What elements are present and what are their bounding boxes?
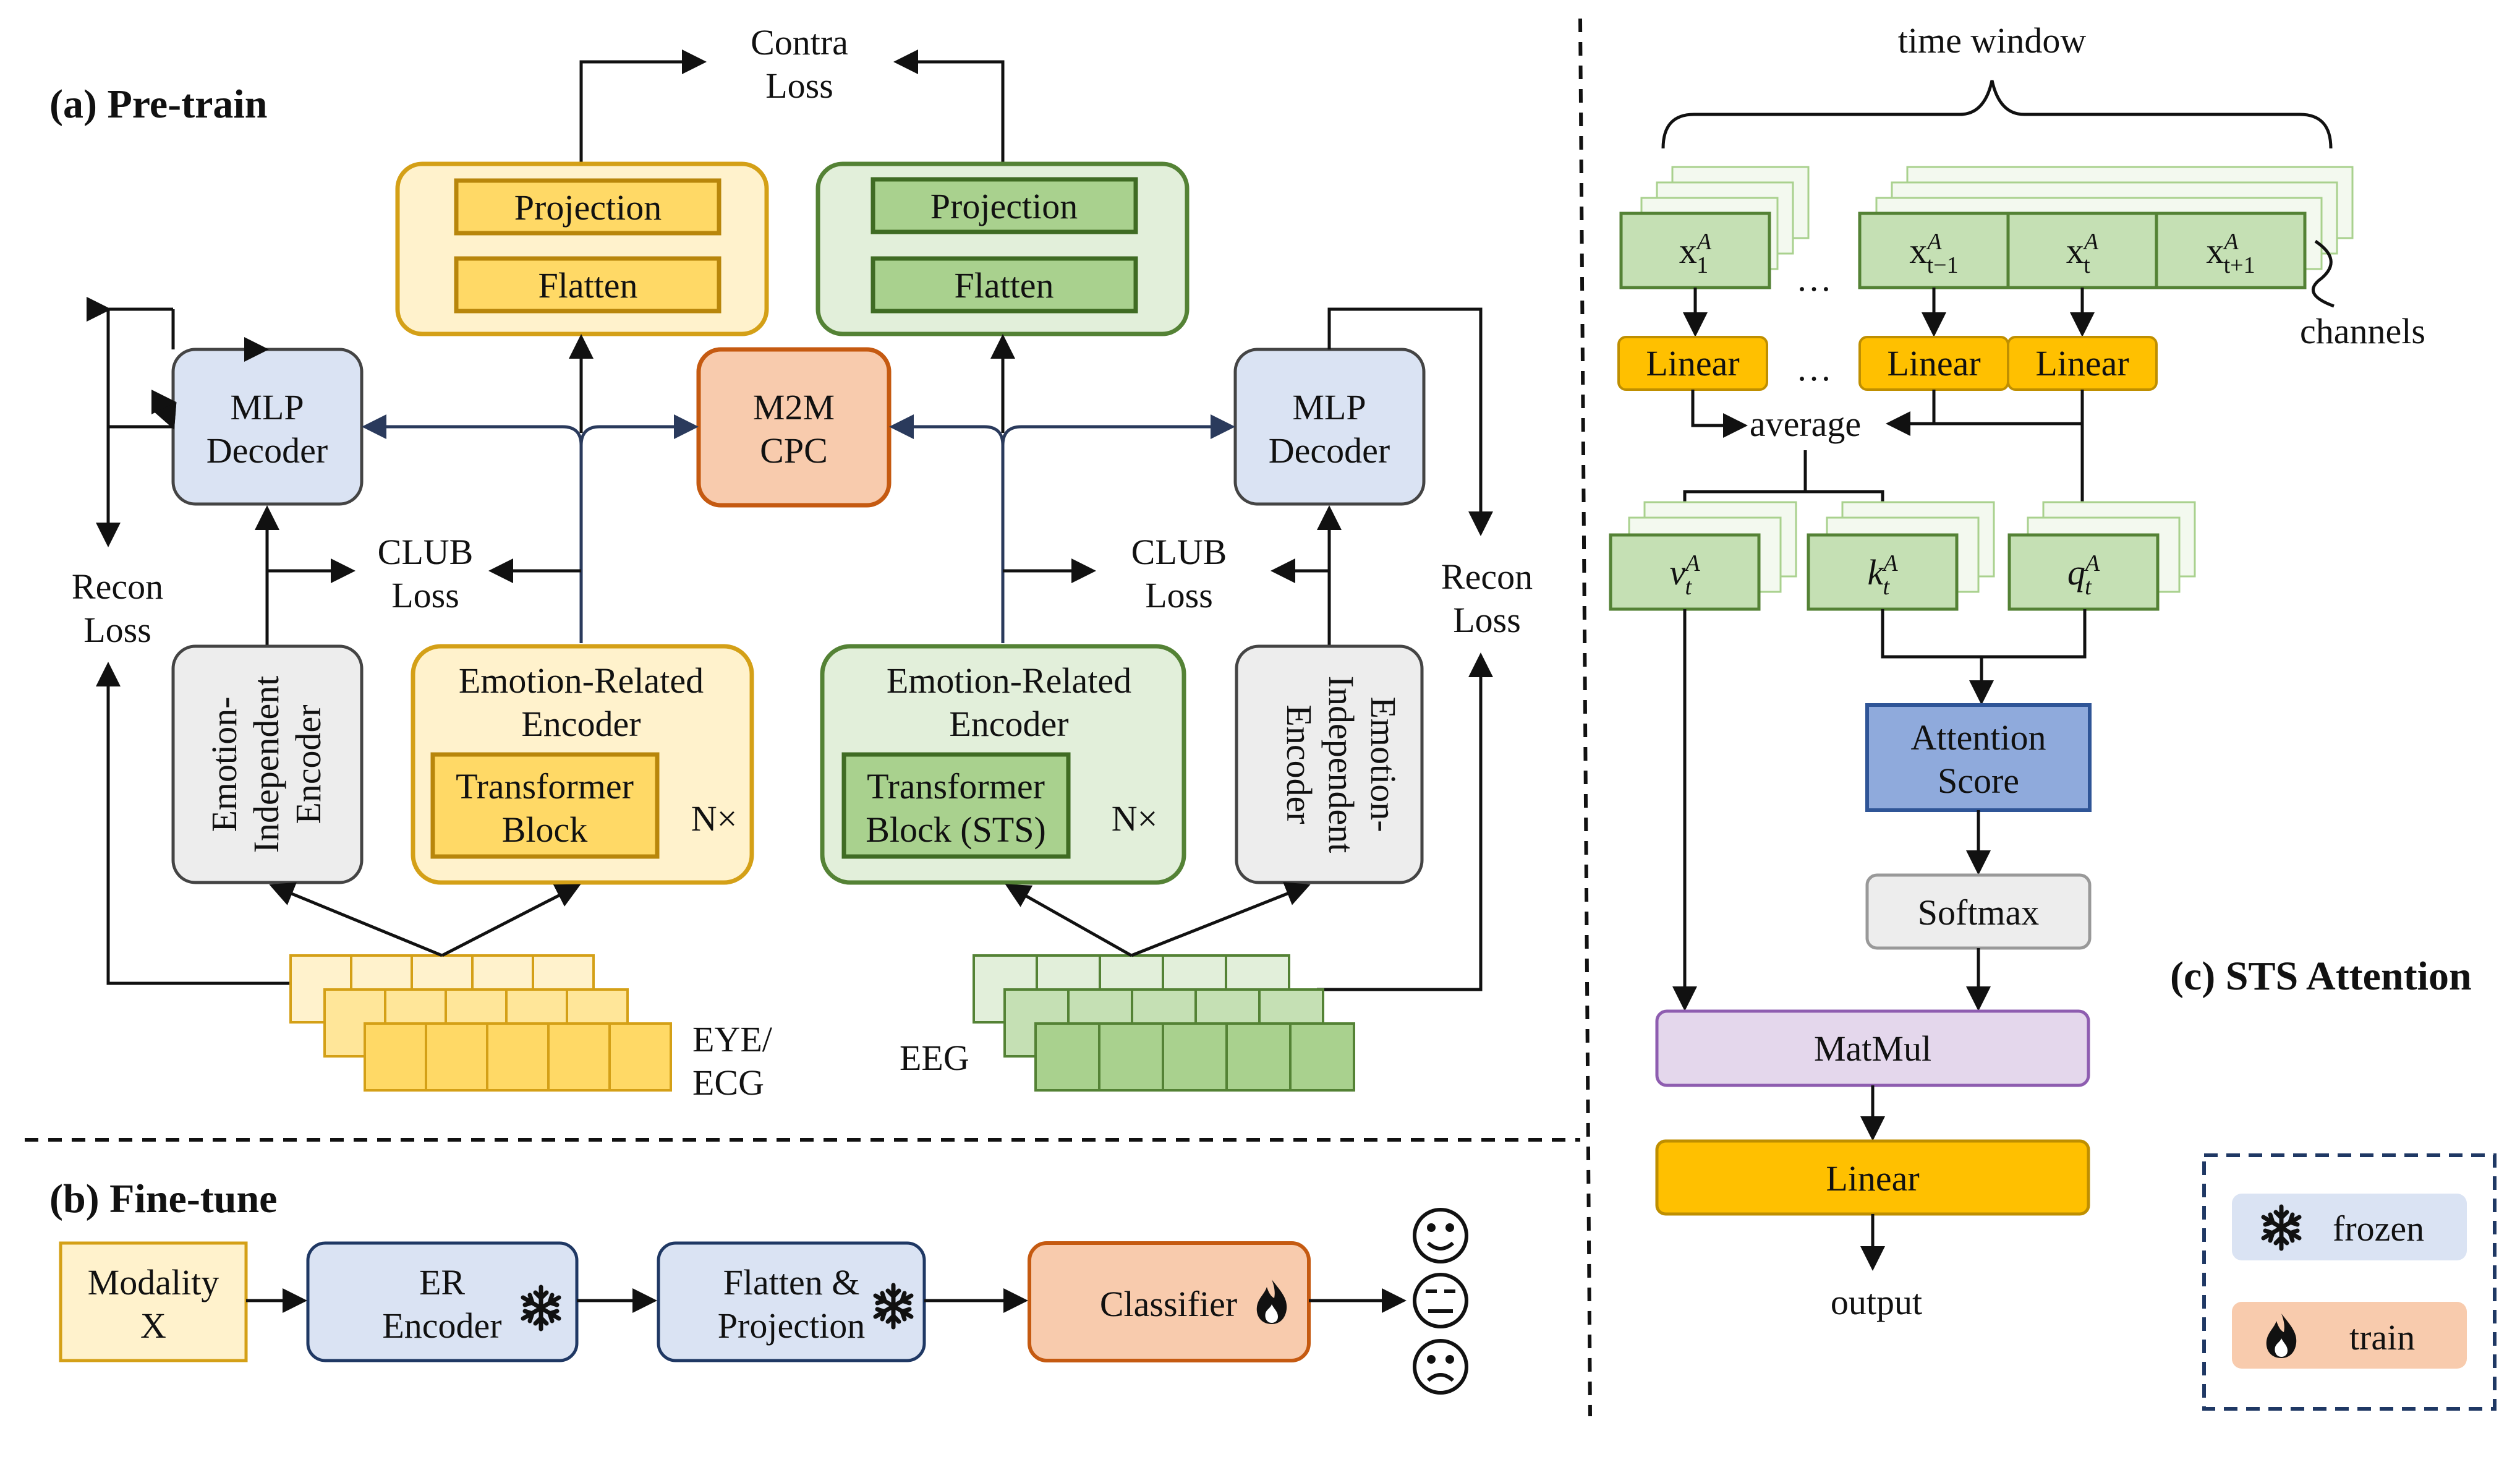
eye-ecg-token-stack xyxy=(289,954,672,1092)
right-er-label-1: Emotion-Related xyxy=(887,660,1131,701)
linear-out-label: Linear xyxy=(1826,1158,1919,1199)
average-label: average xyxy=(1750,404,1861,444)
k-box xyxy=(1807,533,1959,611)
m2m-cpc-box xyxy=(696,347,892,508)
right-recon-loss: Loss xyxy=(1453,600,1521,640)
linear-tm1-label: Linear xyxy=(1887,343,1980,383)
legend-box xyxy=(2202,1153,2497,1411)
right-flatten-box xyxy=(871,256,1138,314)
left-recon-loss: Loss xyxy=(83,610,151,650)
right-ei-label-1: Emotion- xyxy=(1363,696,1403,832)
ft-encoder-label: Encoder xyxy=(382,1306,501,1346)
right-mlp-label: MLP xyxy=(1292,387,1366,427)
attention-score-box xyxy=(1865,703,2092,812)
left-repeat-label: N× xyxy=(691,798,738,839)
vertical-divider xyxy=(1578,18,1592,1417)
ft-projection-label: Projection xyxy=(718,1306,865,1346)
right-projection-box xyxy=(871,177,1138,234)
ecg-label: ECG xyxy=(692,1062,764,1103)
softmax-label: Softmax xyxy=(1918,892,2040,933)
time-window-label: time window xyxy=(1898,20,2087,61)
ft-er-label: ER xyxy=(419,1262,465,1302)
matmul-label: MatMul xyxy=(1814,1028,1931,1069)
neutral-face-icon xyxy=(1413,1273,1468,1328)
right-ei-label-3: Encoder xyxy=(1279,704,1319,824)
legend-train-label: train xyxy=(2349,1317,2415,1357)
modality-box xyxy=(59,1241,248,1362)
left-recon-label: Recon xyxy=(72,566,163,607)
attention-label: Attention xyxy=(1910,717,2046,758)
left-ei-label-2: Independent xyxy=(246,676,286,853)
right-repeat-label: N× xyxy=(1112,798,1158,839)
left-block-label-1: Transformer xyxy=(456,766,634,806)
channels-label: channels xyxy=(2300,311,2425,351)
legend-frozen-label: frozen xyxy=(2333,1208,2424,1249)
score-label: Score xyxy=(1938,761,2019,801)
legend-frozen-swatch xyxy=(2232,1194,2467,1260)
left-ei-label-1: Emotion- xyxy=(204,696,244,832)
smile-face-icon xyxy=(1413,1208,1468,1263)
right-block-label-2: Block (STS) xyxy=(866,810,1046,850)
ft-flatten-label: Flatten & xyxy=(723,1262,860,1302)
contra-loss-label: Contra xyxy=(751,22,848,62)
linear-1-label: Linear xyxy=(1646,343,1739,383)
sad-face-icon xyxy=(1413,1339,1468,1395)
right-club-loss: Loss xyxy=(1145,575,1213,615)
right-er-label-2: Encoder xyxy=(949,704,1068,744)
right-projection-label: Projection xyxy=(930,186,1078,226)
xtp1-box xyxy=(2155,212,2307,289)
left-club-label: CLUB xyxy=(378,532,474,572)
eye-label: EYE/ xyxy=(692,1019,773,1059)
contra-loss-label-2: Loss xyxy=(765,66,833,106)
eeg-token-stack xyxy=(973,954,1355,1092)
pretrain-heading: (a) Pre-train xyxy=(49,82,267,127)
left-er-label-2: Encoder xyxy=(521,704,641,744)
left-flatten-label: Flatten xyxy=(538,265,637,306)
sts-heading: (c) STS Attention xyxy=(2170,954,2472,999)
left-ei-label-3: Encoder xyxy=(288,704,328,824)
ellipsis-mid: … xyxy=(1796,348,1832,388)
q-box xyxy=(2007,533,2160,611)
left-mlp-label: MLP xyxy=(230,387,304,427)
right-ei-encoder xyxy=(1235,644,1424,884)
output-label: output xyxy=(1831,1282,1922,1322)
left-flatten-box xyxy=(454,256,722,314)
right-transformer-block xyxy=(841,752,1071,859)
left-projection-box xyxy=(454,178,722,236)
right-club-label: CLUB xyxy=(1131,532,1227,572)
left-transformer-block xyxy=(430,752,660,859)
finetune-heading: (b) Fine-tune xyxy=(49,1176,277,1221)
modality-x-label: X xyxy=(140,1306,166,1346)
eeg-label: EEG xyxy=(900,1038,969,1078)
classifier-label: Classifier xyxy=(1100,1284,1237,1324)
right-block-label-1: Transformer xyxy=(867,766,1045,806)
xt-box xyxy=(2006,212,2158,289)
left-block-label-2: Block xyxy=(502,810,588,850)
right-flatten-label: Flatten xyxy=(954,265,1054,306)
left-decoder-label: Decoder xyxy=(206,430,328,471)
m2m-label: M2M xyxy=(753,387,835,427)
x1-box xyxy=(1619,212,1771,289)
xtm1-box xyxy=(1858,212,2010,289)
left-er-label-1: Emotion-Related xyxy=(459,660,704,701)
linear-t-label: Linear xyxy=(2035,343,2129,383)
left-ei-encoder xyxy=(171,644,364,884)
ellipsis-top: … xyxy=(1796,259,1832,299)
left-club-loss: Loss xyxy=(391,575,459,615)
right-decoder-label: Decoder xyxy=(1269,430,1390,471)
right-ei-label-2: Independent xyxy=(1321,676,1361,853)
left-projection-label: Projection xyxy=(514,187,662,228)
cpc-label: CPC xyxy=(760,430,828,471)
right-recon-label: Recon xyxy=(1441,557,1533,597)
modality-label: Modality xyxy=(88,1262,219,1302)
